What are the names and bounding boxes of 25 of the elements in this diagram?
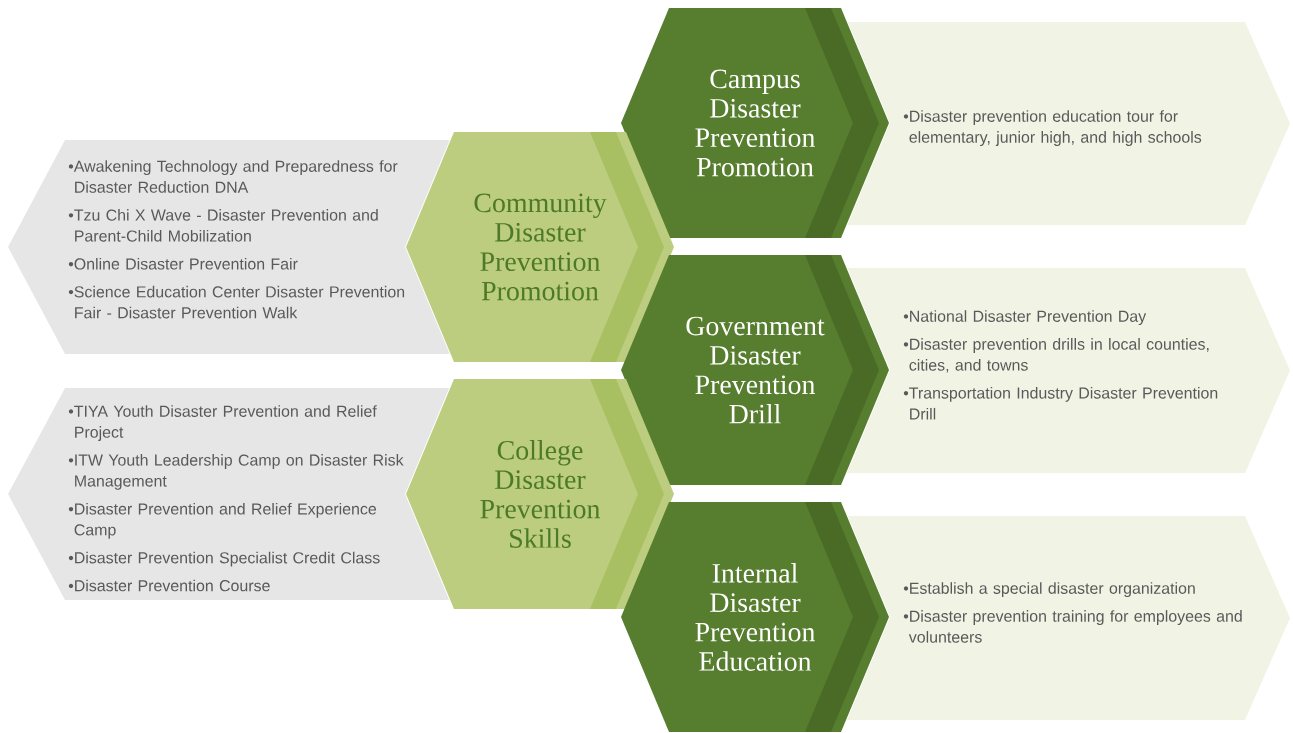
bullet-text: •ITW Youth Leadership Camp on Disaster Risk Management [68, 454, 404, 490]
bullet-text: •Disaster Prevention Course [68, 579, 270, 592]
chevron-panel [847, 516, 1290, 720]
bullet-text: •Transportation Industry Disaster Prevention Drill [903, 386, 1218, 420]
bullet-text: •Awakening Technology and Preparedness for Disaster Reduction DNA [68, 160, 398, 193]
chevron-panel [847, 268, 1290, 473]
chevron-panel [8, 140, 450, 354]
hexagon: Government Disaster Prevention Drill [621, 255, 889, 485]
chevron-panel [847, 22, 1290, 225]
hexagon: Internal Disaster Prevention Education [621, 502, 889, 732]
bullet-text: •TIYA Youth Disaster Prevention and Relief Project [68, 405, 377, 441]
bullet-text: •Establish a special disaster organization [903, 582, 1195, 598]
bullet-text: •Disaster prevention training for employees and volunteers [903, 610, 1242, 643]
bullet-text: •Disaster Prevention and Relief Experience Camp [68, 502, 377, 539]
hexagon: Campus Disaster Prevention Promotion [621, 8, 889, 238]
bullet-text: •Disaster prevention drills in local counties, cities, and towns [903, 338, 1209, 373]
bullet-text: •Science Education Center Disaster Prevention Fair - Disaster Prevention Walk [68, 285, 405, 319]
bullet-text: •Tzu Chi X Wave - Disaster Prevention and Parent-Child Mobilization [68, 209, 378, 242]
chevron-panel [8, 388, 450, 600]
bullet-text: •National Disaster Prevention Day [903, 310, 1147, 326]
bullet-text: •Disaster prevention education tour for elementary, junior high, and high schools [903, 110, 1202, 146]
hexagon: College Disaster Prevention Skills [406, 379, 674, 609]
bullet-text: •Disaster Prevention Specialist Credit Class [68, 551, 380, 567]
hexagon: Community Disaster Prevention Promotion [406, 132, 674, 362]
bullet-text: •Online Disaster Prevention Fair [68, 257, 298, 270]
